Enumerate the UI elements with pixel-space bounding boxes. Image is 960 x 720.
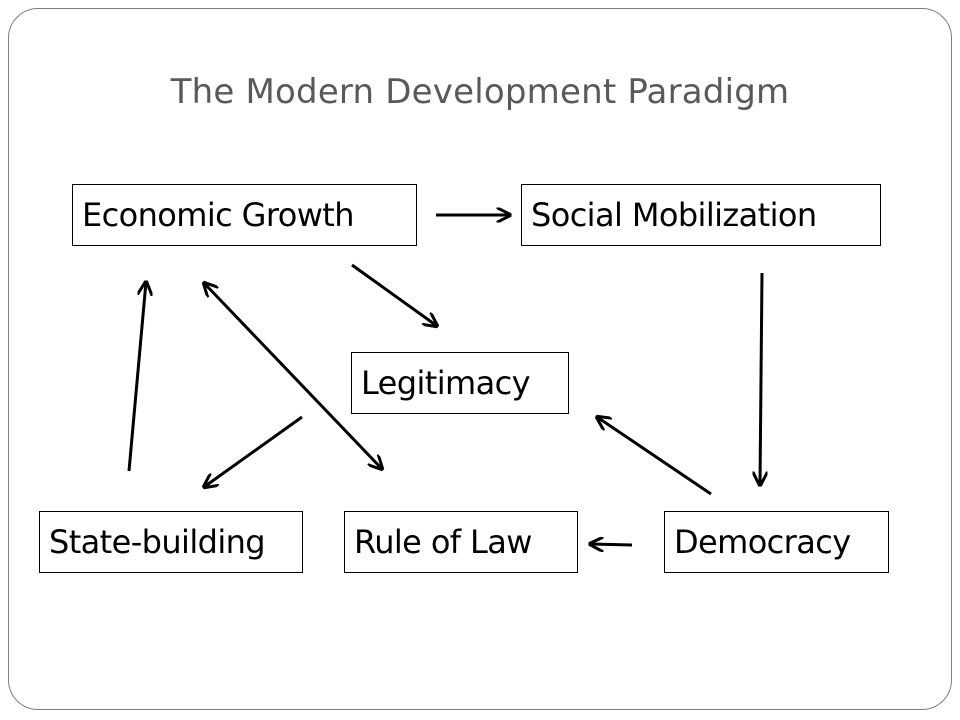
node-democracy: Democracy [664, 511, 889, 573]
node-legitimacy: Legitimacy [351, 352, 569, 414]
node-rule-of-law: Rule of Law [344, 511, 578, 573]
node-economic-growth: Economic Growth [72, 184, 417, 246]
arrow-economic-growth-to-legitimacy [351, 263, 437, 326]
arrow-economic-growth-rule-of-law-bidirectional [204, 283, 382, 469]
arrow-democracy-to-legitimacy [597, 417, 712, 496]
node-social-mobilization: Social Mobilization [521, 184, 881, 246]
slide-title: The Modern Development Paradigm [170, 72, 790, 112]
arrow-social-mobilization-to-democracy [760, 272, 762, 485]
arrow-legitimacy-to-state-building [204, 415, 303, 487]
node-state-building: State-building [39, 511, 303, 573]
arrow-democracy-to-rule-of-law [590, 544, 633, 545]
arrow-state-building-to-economic-growth [127, 282, 146, 472]
